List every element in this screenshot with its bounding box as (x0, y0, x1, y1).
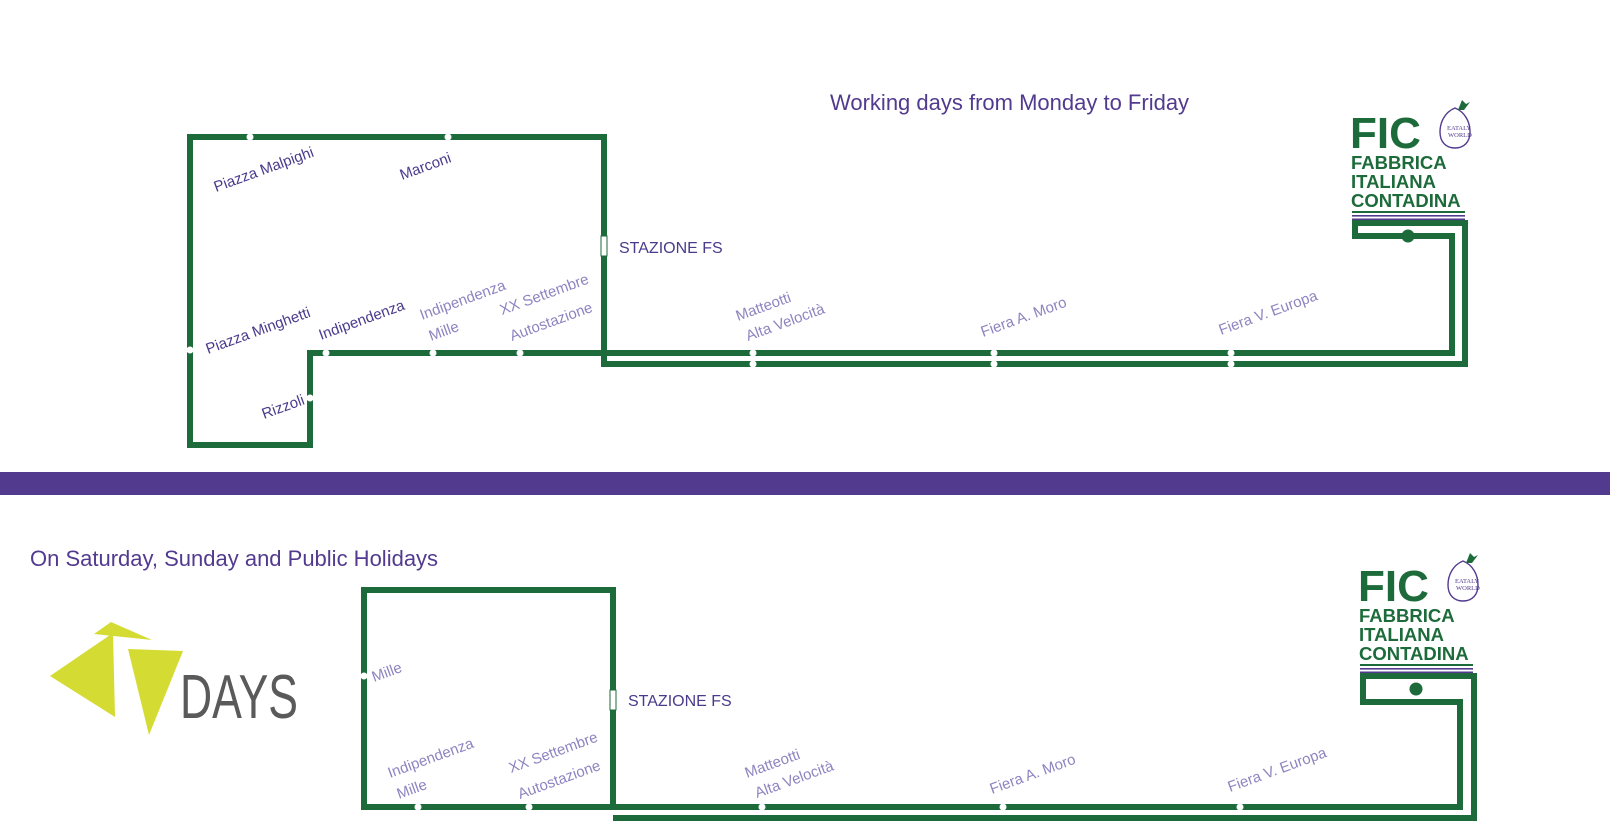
stop-dot-matteotti-we (758, 803, 766, 811)
fico-logo-weekend: FIC EATALY WORLD FABBRICA ITALIANA CONTA… (1358, 553, 1480, 674)
logo-rule-3-we (1360, 671, 1473, 674)
logo-contadina-we: CONTADINA (1359, 643, 1469, 664)
stop-label-fiera-europa: Fiera V. Europa (1217, 287, 1321, 339)
stop-label-mille: Mille (370, 659, 405, 686)
tdays-left-shard-icon (50, 633, 115, 717)
stop-dot-fiera-moro (990, 349, 998, 357)
stop-label-piazza-malpighi: Piazza Malpighi (212, 144, 317, 196)
stop-dot-indipendenza-mille (429, 349, 437, 357)
logo-rule-2 (1352, 215, 1465, 217)
eataly-text-1: EATALY (1447, 125, 1471, 132)
logo-contadina: CONTADINA (1351, 190, 1461, 211)
station-marker-weekend (609, 689, 617, 711)
fig-outline-icon (1447, 560, 1479, 602)
stop-dot-matteotti (749, 349, 757, 357)
stop-dot-fiera-europa-return (1227, 360, 1235, 368)
stop-label-marconi: Marconi (398, 150, 454, 184)
fico-terminal-dot-weekend (1409, 682, 1423, 696)
tdays-text: DAYS (180, 663, 298, 732)
fico-logo-weekday: FIC EATALY WORLD FABBRICA ITALIANA CONTA… (1350, 100, 1472, 221)
stop-label-indipendenza-mille-we-2: Mille (395, 776, 430, 803)
stop-label-indipendenza: Indipendenza (317, 297, 408, 344)
fico-terminal-dot-weekday (1401, 229, 1415, 243)
stop-dot-xx-settembre-we (525, 803, 533, 811)
fico-logo-fic-we: FIC (1358, 562, 1429, 611)
station-label-weekend: STAZIONE FS (628, 693, 732, 710)
logo-rule-3 (1352, 218, 1465, 221)
logo-rule-1 (1352, 211, 1465, 213)
tdays-top-shard-icon (94, 622, 152, 640)
stop-label-indipendenza-mille-2: Mille (427, 318, 462, 345)
stop-dot-fiera-moro-return (990, 360, 998, 368)
weekday-route (187, 134, 1468, 448)
weekday-stop-dots (186, 133, 1235, 402)
stop-label-indipendenza-mille-we-1: Indipendenza (386, 735, 477, 782)
logo-italiana: ITALIANA (1351, 171, 1436, 192)
weekday-route-line (187, 134, 1468, 448)
stop-label-piazza-minghetti: Piazza Minghetti (204, 304, 313, 358)
stop-dot-fiera-europa (1227, 349, 1235, 357)
stop-dot-rizzoli (306, 394, 314, 402)
stop-dot-mille (360, 672, 368, 680)
stop-label-fiera-europa-we: Fiera V. Europa (1226, 744, 1330, 796)
stop-label-indipendenza-mille-1: Indipendenza (418, 277, 509, 324)
stop-dot-piazza-malpighi (246, 133, 254, 141)
eataly-text-1-we: EATALY (1455, 578, 1479, 585)
stop-dot-piazza-minghetti (186, 346, 194, 354)
logo-fabbrica: FABBRICA (1351, 152, 1447, 173)
logo-fabbrica-we: FABBRICA (1359, 605, 1455, 626)
station-marker-weekday (600, 235, 608, 257)
stop-dot-xx-settembre (516, 349, 524, 357)
fico-logo-fic: FIC (1350, 109, 1421, 158)
stop-label-fiera-moro-we: Fiera A. Moro (988, 751, 1078, 798)
weekend-route (361, 587, 1477, 821)
station-label-weekday: STAZIONE FS (619, 240, 723, 257)
stop-dot-fiera-moro-we (999, 803, 1007, 811)
logo-rule-1-we (1360, 664, 1473, 666)
logo-rule-2-we (1360, 668, 1473, 670)
leaf-icon (1458, 100, 1470, 110)
stop-dot-marconi (444, 133, 452, 141)
section-divider (0, 472, 1610, 495)
weekend-route-line (361, 587, 1477, 821)
stop-dot-matteotti-return (749, 360, 757, 368)
stop-dot-fiera-europa-we (1236, 803, 1244, 811)
fig-outline-icon (1439, 107, 1471, 149)
eataly-text-2: WORLD (1448, 132, 1472, 139)
logo-italiana-we: ITALIANA (1359, 624, 1444, 645)
weekend-title: On Saturday, Sunday and Public Holidays (30, 546, 438, 571)
stop-dot-indipendenza-mille-we (414, 803, 422, 811)
leaf-icon (1466, 553, 1478, 563)
weekend-stop-dots (360, 672, 1244, 811)
eataly-text-2-we: WORLD (1456, 585, 1480, 592)
tdays-logo: DAYS (50, 622, 298, 735)
weekday-title: Working days from Monday to Friday (830, 90, 1189, 115)
stop-label-rizzoli: Rizzoli (260, 392, 307, 423)
stop-dot-indipendenza (322, 349, 330, 357)
tdays-right-shard-icon (128, 649, 183, 735)
stop-label-fiera-moro: Fiera A. Moro (979, 294, 1069, 341)
